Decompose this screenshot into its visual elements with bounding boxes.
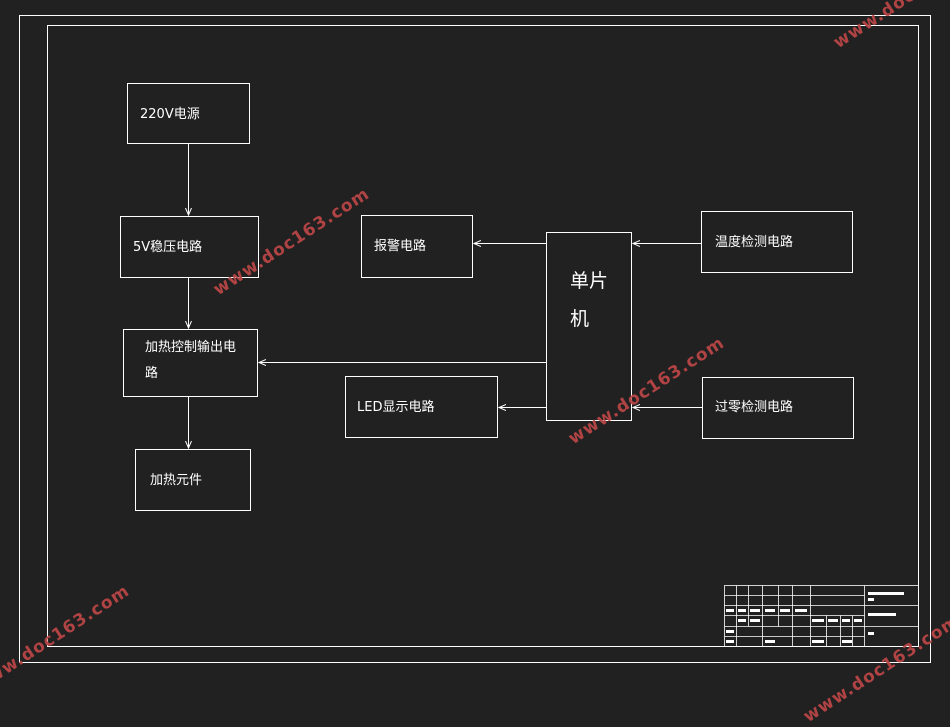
heater-label: 加热元件 bbox=[150, 473, 203, 488]
temp-box bbox=[701, 211, 853, 273]
alarm-box bbox=[361, 215, 473, 278]
heater-ctrl-label-line1: 加热控制输出电 bbox=[145, 340, 237, 355]
mcu-label-line2: 机 bbox=[570, 308, 590, 330]
alarm-label: 报警电路 bbox=[374, 239, 427, 254]
zero-label: 过零检测电路 bbox=[715, 400, 794, 415]
heater-ctrl-label-line2: 路 bbox=[145, 366, 159, 381]
heater-ctrl-box bbox=[123, 329, 258, 397]
heater-box bbox=[135, 449, 251, 511]
title-block-text-marks bbox=[726, 592, 904, 643]
inner-frame bbox=[47, 25, 919, 647]
title-block bbox=[724, 585, 919, 647]
diagram-canvas bbox=[19, 15, 931, 663]
mcu-box bbox=[546, 232, 632, 421]
led-label: LED显示电路 bbox=[357, 400, 435, 415]
led-box bbox=[345, 376, 498, 438]
mcu-label-line1: 单片 bbox=[570, 270, 609, 292]
power-box bbox=[127, 83, 250, 144]
regulator-label: 5V稳压电路 bbox=[133, 240, 203, 255]
regulator-box bbox=[120, 216, 259, 278]
zero-box bbox=[702, 377, 854, 439]
temp-label: 温度检测电路 bbox=[715, 235, 794, 250]
outer-frame bbox=[19, 15, 931, 663]
power-label: 220V电源 bbox=[140, 107, 200, 122]
